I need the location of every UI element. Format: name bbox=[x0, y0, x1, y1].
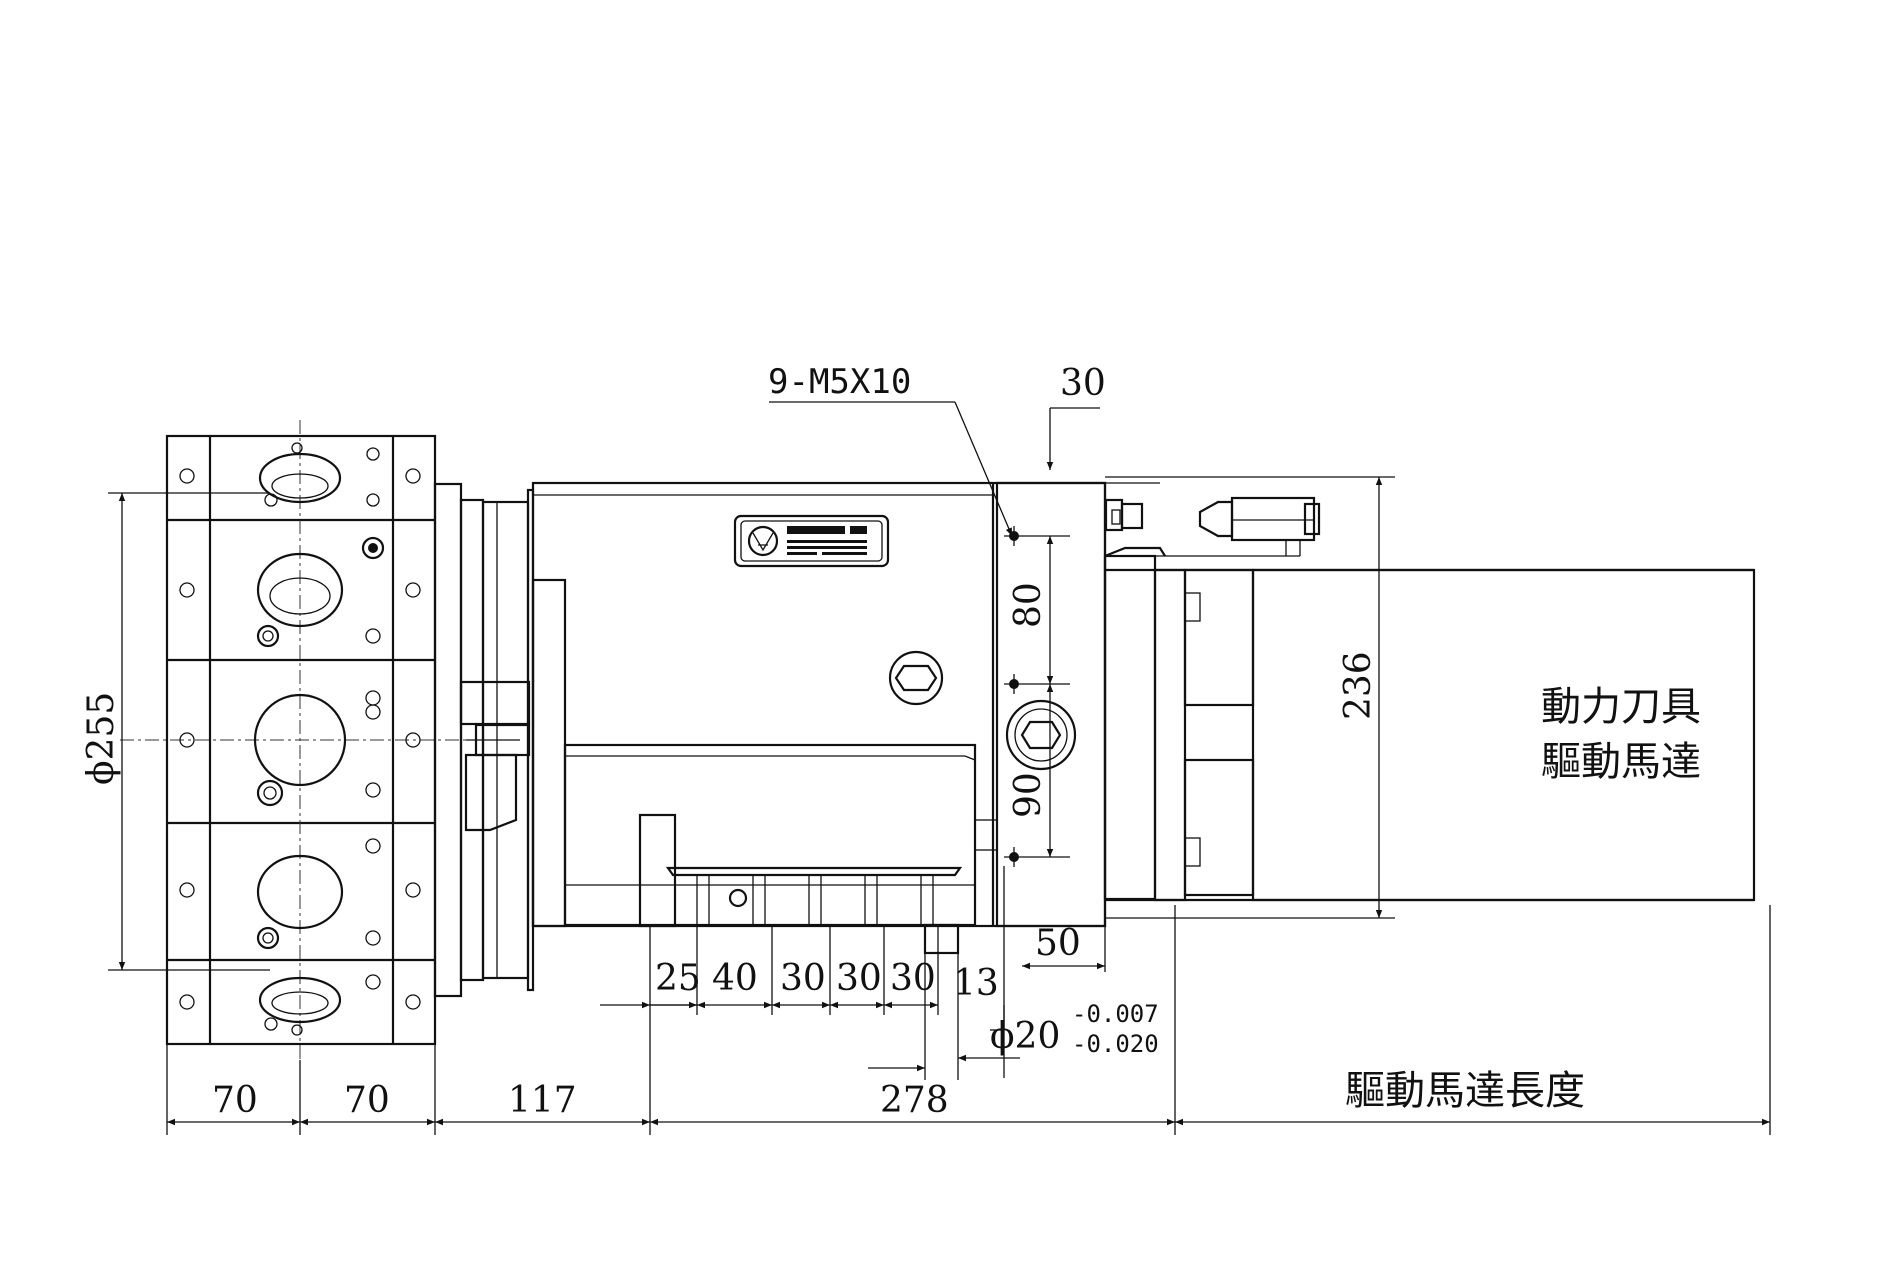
dim-pitch-30c: 30 bbox=[890, 958, 936, 999]
dim-shaft-diameter: ϕ20 bbox=[990, 1016, 1060, 1057]
dim-pitch-30b: 30 bbox=[836, 958, 882, 999]
dim-top-offset: 30 bbox=[1060, 363, 1106, 404]
dim-length-278: 278 bbox=[880, 1080, 949, 1121]
motor-label-line2: 驅動馬達 bbox=[1541, 739, 1701, 785]
motor-assembly bbox=[1103, 496, 1756, 902]
dimensions: 9-M5X10 30 80 90 236 ϕ255 50 13 bbox=[81, 362, 1771, 1135]
dim-motor-height: 236 bbox=[1338, 651, 1379, 720]
dim-spacing-upper: 80 bbox=[1008, 582, 1049, 628]
dim-length-70b: 70 bbox=[344, 1080, 390, 1121]
coolant-ports bbox=[696, 874, 934, 926]
tool-pocket-5 bbox=[258, 976, 342, 1031]
dim-spacing-lower: 90 bbox=[1008, 772, 1049, 818]
dim-offset-50: 50 bbox=[1035, 923, 1081, 964]
hex-plug-lower bbox=[1005, 699, 1077, 771]
main-housing bbox=[531, 481, 1107, 955]
dim-offset-13: 13 bbox=[953, 963, 999, 1004]
dim-pitch-25: 25 bbox=[655, 958, 701, 999]
thread-callout: 9-M5X10 bbox=[768, 362, 911, 402]
dim-length-70a: 70 bbox=[212, 1080, 258, 1121]
dim-shaft-tol-lower: -0.020 bbox=[1072, 1030, 1159, 1058]
dim-motor-length: 驅動馬達長度 bbox=[1345, 1068, 1585, 1114]
dim-pitch-40: 40 bbox=[712, 958, 758, 999]
bolt-holes bbox=[179, 442, 421, 1036]
dim-shaft-tol-upper: -0.007 bbox=[1072, 1000, 1159, 1028]
mounting-holes bbox=[1004, 526, 1024, 867]
dim-length-117: 117 bbox=[508, 1080, 577, 1121]
dim-pitch-30a: 30 bbox=[780, 958, 826, 999]
motor-label-line1: 動力刀具 bbox=[1541, 684, 1701, 730]
tool-pocket-2 bbox=[256, 552, 344, 648]
dim-flange-diameter: ϕ255 bbox=[81, 692, 122, 785]
tool-pocket-4 bbox=[256, 854, 344, 950]
hex-plug-upper bbox=[888, 650, 944, 706]
tool-pocket-3 bbox=[253, 693, 347, 807]
tool-pocket-1 bbox=[258, 452, 342, 507]
nameplate bbox=[733, 514, 890, 568]
turret-disc bbox=[120, 420, 470, 1060]
flange-plates bbox=[433, 482, 535, 998]
